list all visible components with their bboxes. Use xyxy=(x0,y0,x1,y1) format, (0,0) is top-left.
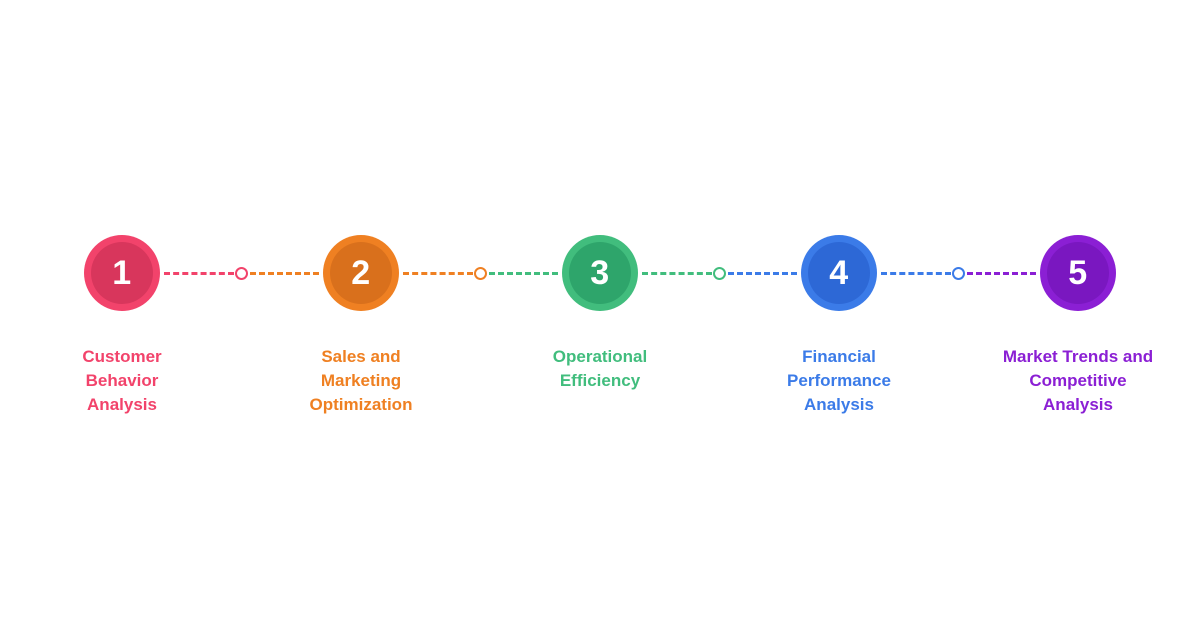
step-node-inner-1: 1 xyxy=(91,242,153,304)
step-node-inner-4: 4 xyxy=(808,242,870,304)
connector-segment-left xyxy=(642,271,712,275)
step-label-5: Market Trends and Competitive Analysis xyxy=(1002,347,1154,414)
process-step-4[interactable]: 4 Financial Performance Analysis xyxy=(720,235,1036,417)
step-node-3[interactable]: 3 xyxy=(562,235,638,311)
connector-segment-left xyxy=(881,271,951,275)
step-node-5[interactable]: 5 xyxy=(1040,235,1116,311)
step-number-3: 3 xyxy=(590,254,610,292)
step-node-inner-5: 5 xyxy=(1047,242,1109,304)
process-timeline: 1 Customer Behavior Analysis 2 Sales and… xyxy=(0,235,1200,417)
step-node-inner-3: 3 xyxy=(569,242,631,304)
step-node-1[interactable]: 1 xyxy=(84,235,160,311)
process-step-3[interactable]: 3 Operational Efficiency xyxy=(481,235,797,393)
step-node-2[interactable]: 2 xyxy=(323,235,399,311)
step-node-inner-2: 2 xyxy=(330,242,392,304)
step-number-1: 1 xyxy=(112,254,132,292)
step-label-4: Financial Performance Analysis xyxy=(787,347,891,414)
connector-segment-left xyxy=(403,271,473,275)
process-step-2[interactable]: 2 Sales and Marketing Optimization xyxy=(242,235,558,417)
step-node-4[interactable]: 4 xyxy=(801,235,877,311)
step-number-4: 4 xyxy=(829,254,849,292)
connector-segment-left xyxy=(164,271,234,275)
process-step-5[interactable]: 5 Market Trends and Competitive Analysis xyxy=(959,235,1198,417)
step-label-2: Sales and Marketing Optimization xyxy=(309,347,413,414)
step-number-5: 5 xyxy=(1068,254,1088,292)
process-step-1[interactable]: 1 Customer Behavior Analysis xyxy=(3,235,319,417)
step-label-1: Customer Behavior Analysis xyxy=(82,347,162,414)
step-number-2: 2 xyxy=(351,254,371,292)
step-label-3: Operational Efficiency xyxy=(552,347,648,390)
